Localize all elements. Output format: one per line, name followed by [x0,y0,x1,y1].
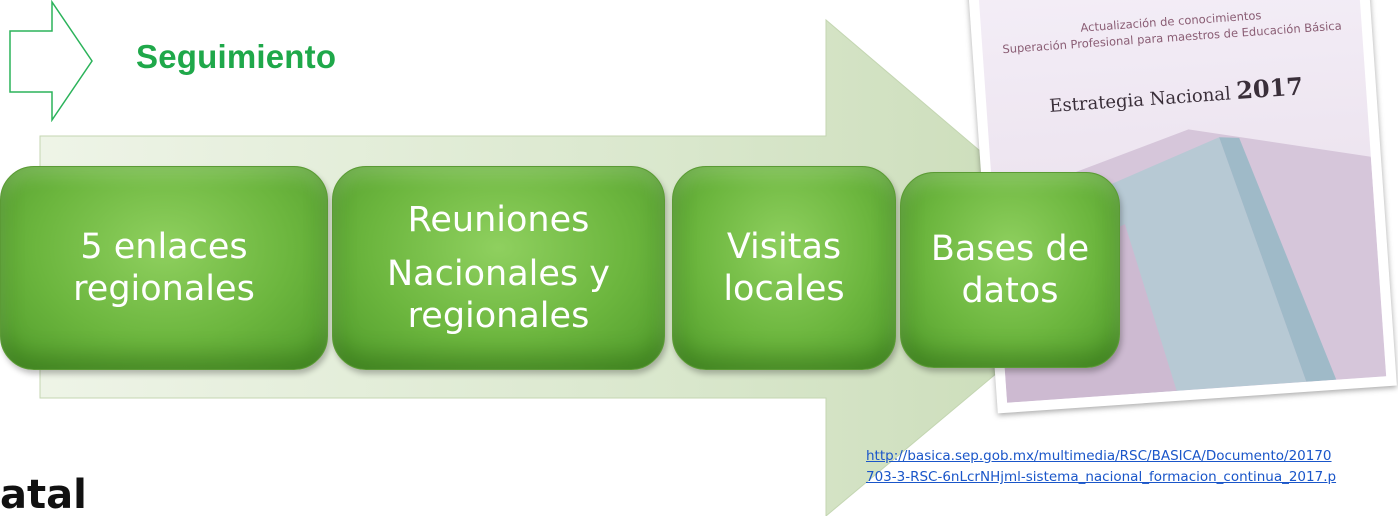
step-box-line: Nacionales y [387,254,610,294]
step-box-line: locales [723,269,845,309]
step-box-line: datos [961,271,1059,311]
step-box-line: Bases de [930,229,1090,269]
step-box-enlaces: 5 enlaces regionales [0,166,328,370]
source-link-line-2[interactable]: 703-3-RSC-6nLcrNHjml-sistema_nacional_fo… [866,469,1337,485]
step-box-visitas: Visitas locales [672,166,896,370]
step-box-line: 5 enlaces [80,227,248,267]
partial-title-text: atal [0,472,87,518]
outline-arrow-icon [9,0,93,122]
section-heading: Seguimiento [136,38,337,75]
step-box-reuniones: Reuniones Nacionales y regionales [332,166,665,370]
step-box-line: Visitas [726,227,842,267]
step-box-bases: Bases de datos [900,172,1120,368]
step-box-line: regionales [73,269,255,309]
source-link-line-1[interactable]: http://basica.sep.gob.mx/multimedia/RSC/… [866,448,1332,464]
step-box-line: Reuniones [407,200,590,240]
document-title-year: 2017 [1235,71,1304,105]
step-box-line: regionales [407,296,590,336]
